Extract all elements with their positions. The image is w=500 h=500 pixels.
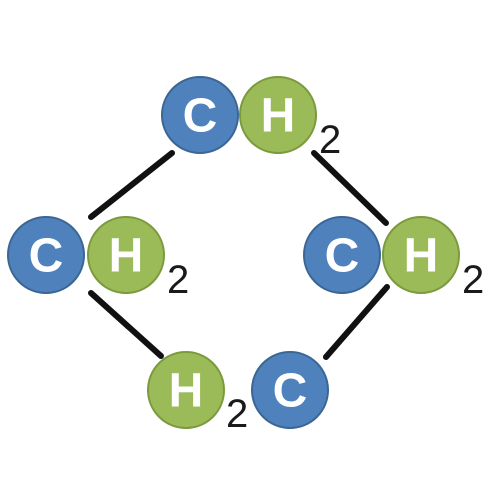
hydrogen-label: H — [109, 230, 144, 283]
carbon-label: C — [325, 230, 360, 283]
carbon-label: C — [273, 365, 308, 418]
carbon-atom — [251, 351, 329, 429]
ch2-group-right: C H 2 — [303, 216, 484, 302]
h2c-group-bottom: H 2 C — [147, 351, 329, 436]
bonds — [88, 150, 390, 360]
bond-top-left — [88, 150, 175, 220]
carbon-label: C — [29, 230, 64, 283]
carbon-atom — [161, 76, 239, 154]
hydrogen-label: H — [404, 230, 439, 283]
subscript-2: 2 — [462, 258, 484, 302]
subscript-2: 2 — [319, 118, 341, 162]
subscript-2: 2 — [167, 258, 189, 302]
ch2-group-left: C H 2 — [7, 216, 189, 302]
hydrogen-label: H — [169, 365, 204, 418]
bond-bottom-right — [323, 284, 390, 360]
bond-top-right — [311, 150, 389, 226]
hydrogen-atom — [382, 216, 460, 294]
hydrogen-atom — [87, 216, 165, 294]
carbon-atom — [303, 216, 381, 294]
subscript-2: 2 — [226, 392, 248, 436]
hydrogen-atom — [147, 351, 225, 429]
hydrogen-label: H — [261, 90, 296, 143]
ch2-group-top: C H 2 — [161, 76, 341, 162]
carbon-atom — [7, 216, 85, 294]
carbon-label: C — [183, 90, 218, 143]
hydrogen-atom — [239, 76, 317, 154]
bond-bottom-left — [88, 290, 164, 359]
